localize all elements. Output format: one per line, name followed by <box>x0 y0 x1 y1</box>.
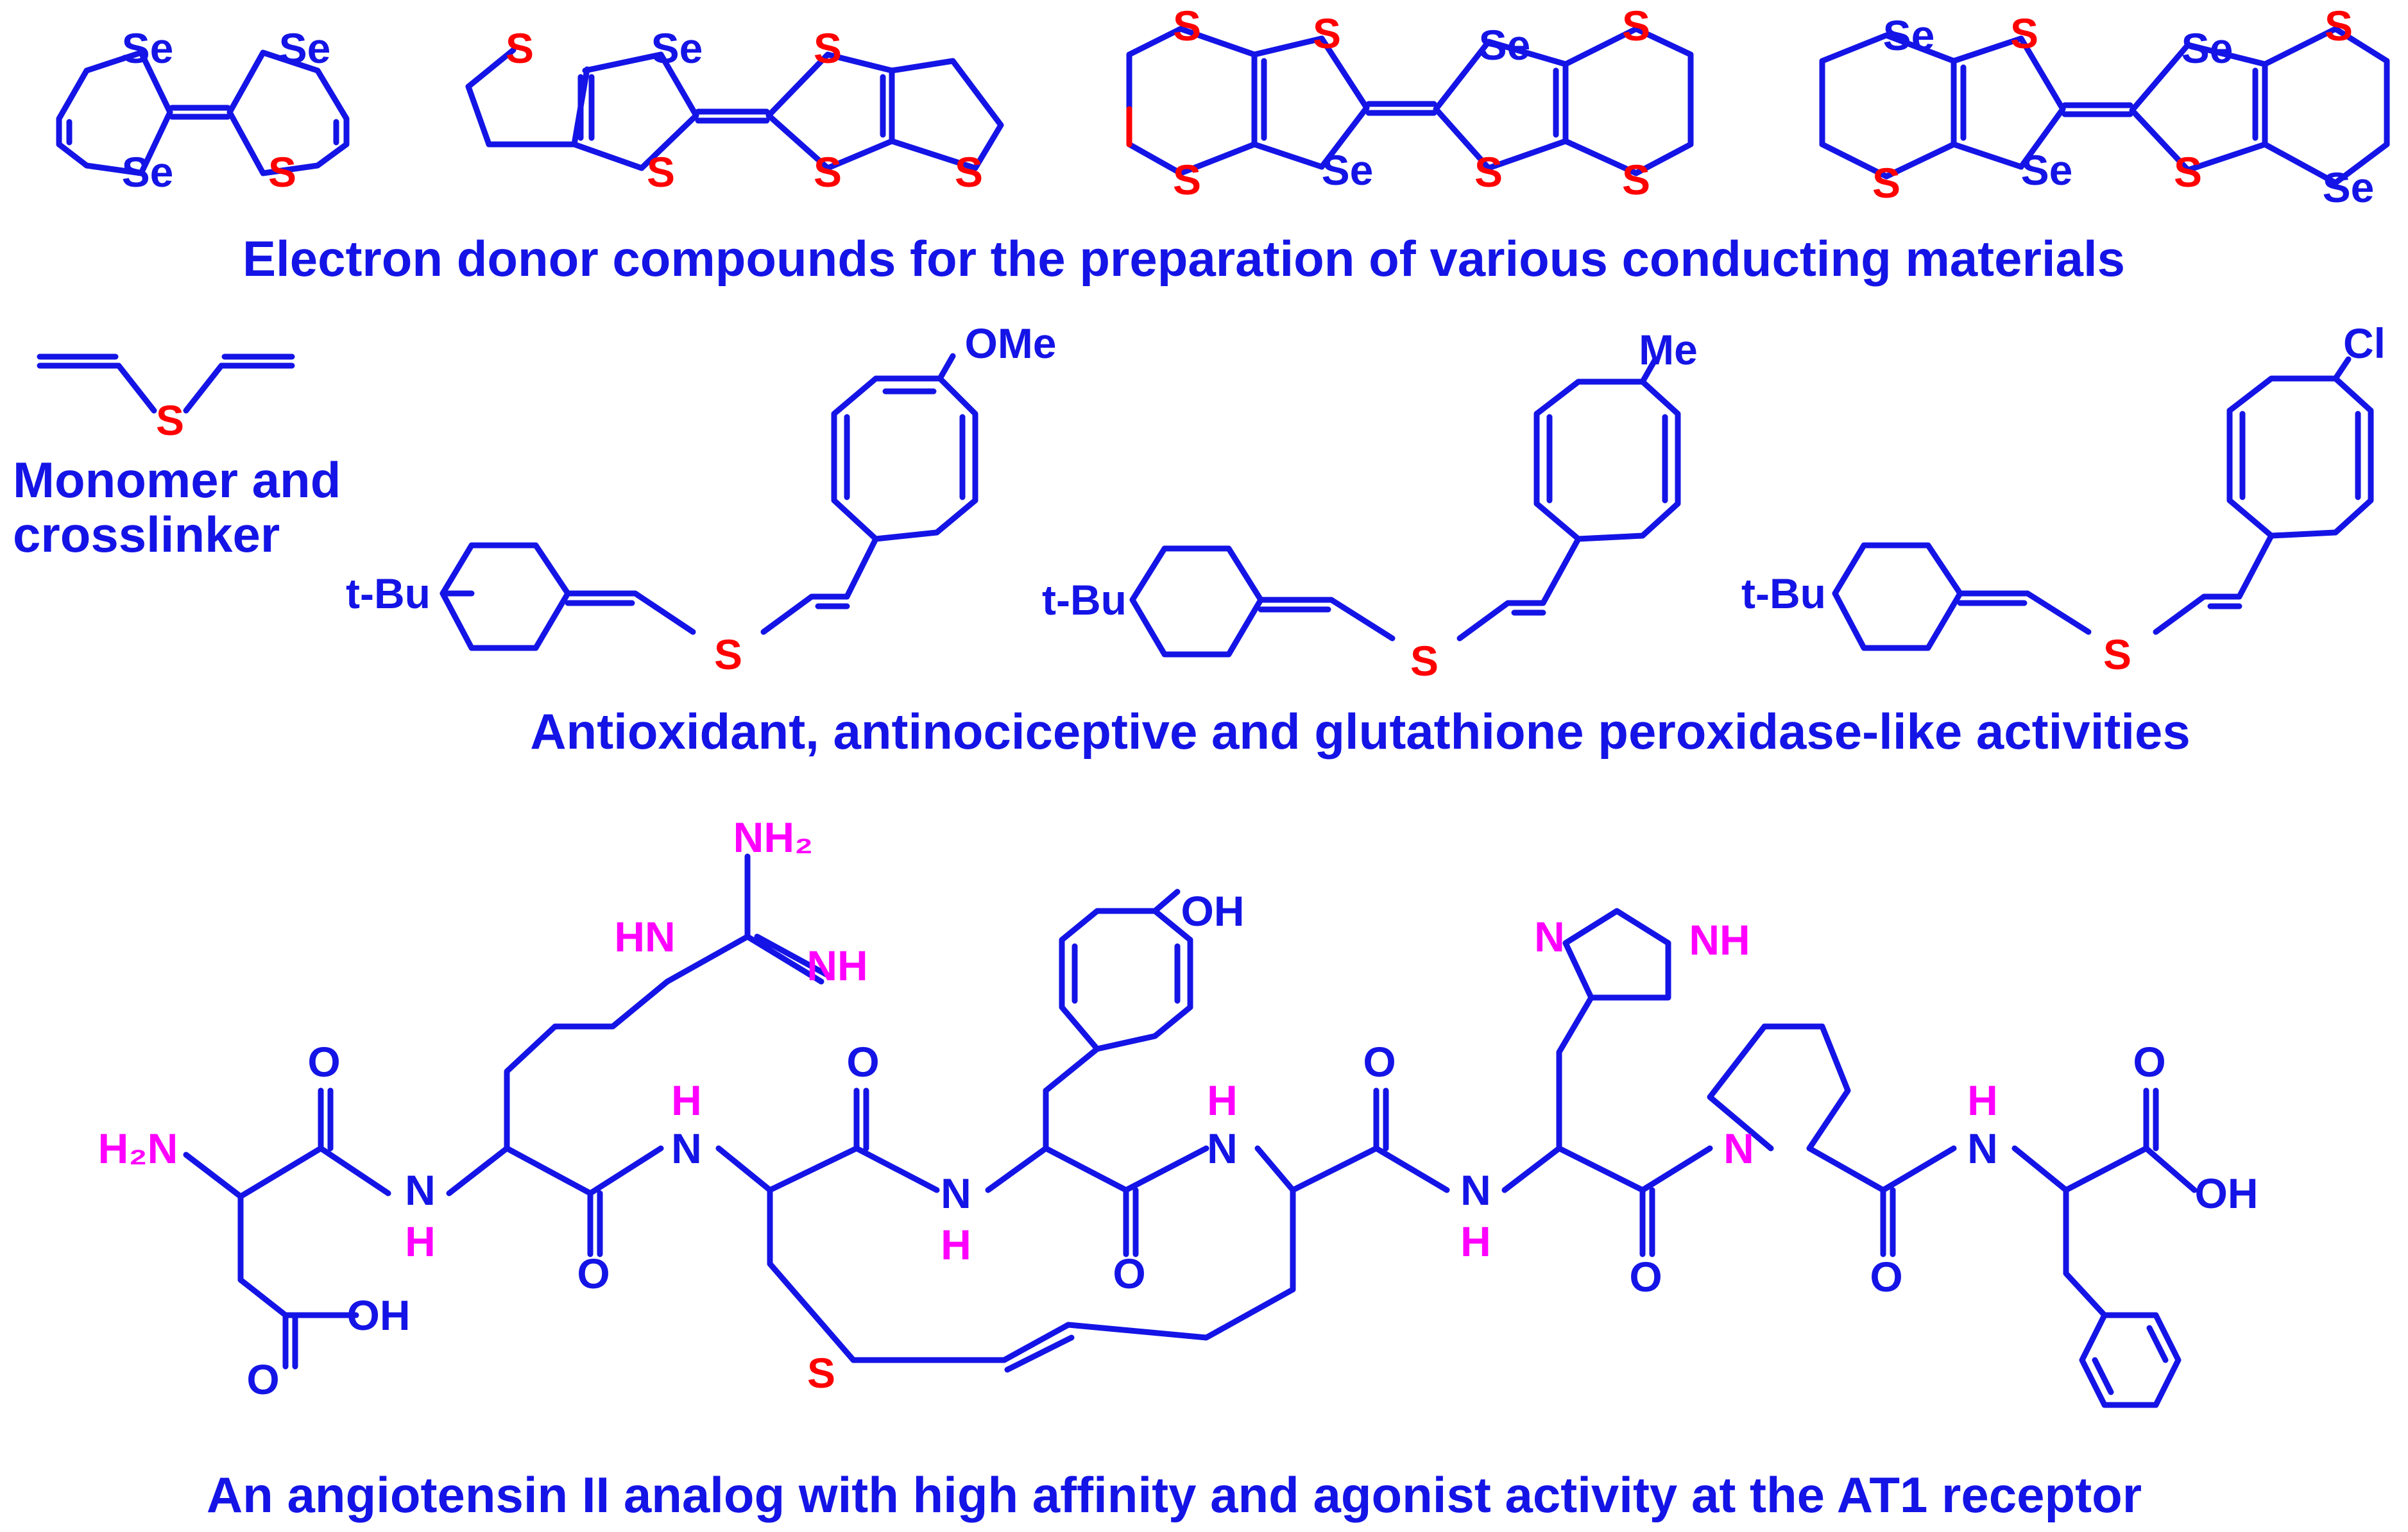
atom-n: N <box>405 1166 436 1214</box>
atom-s: S <box>807 1349 835 1397</box>
vinyl-sulfide-chloro: t-Bu S Cl <box>1741 319 2386 678</box>
compound-divinyl-sulfide: S <box>37 353 295 444</box>
atom-oh: OH <box>2195 1170 2259 1217</box>
atom-s: S <box>1313 10 1341 57</box>
caption-conducting-materials: Electron donor compounds for the prepara… <box>243 230 2125 287</box>
atom-o: O <box>246 1356 279 1403</box>
atom-o: O <box>577 1250 610 1297</box>
atom-se: Se <box>279 24 331 72</box>
atom-s: S <box>506 24 534 72</box>
atom-h2n: H₂N <box>98 1125 178 1172</box>
atom-s: S <box>714 631 742 678</box>
atom-o: O <box>2133 1038 2165 1085</box>
atom-se: Se <box>122 24 174 72</box>
atom-s: S <box>1173 2 1201 49</box>
atom-nh: NH <box>807 942 867 989</box>
atom-s: S <box>814 148 842 196</box>
atom-o: O <box>1113 1250 1145 1297</box>
atom-ome: OMe <box>964 319 1056 367</box>
atom-nh2: NH₂ <box>733 813 814 861</box>
atom-tbu: t-Bu <box>1042 576 1127 624</box>
atom-n: N <box>1460 1166 1491 1214</box>
atom-n: N <box>941 1170 971 1217</box>
caption-angiotensin-analog: An angiotensin II analog with high affin… <box>207 1467 2142 1523</box>
caption-monomer-line2: crosslinker <box>13 506 280 563</box>
angiotensin-ii-analog: H₂N O OH O N H O H N HN NH₂ NH O S N H O… <box>98 813 2259 1408</box>
atom-se: Se <box>2021 146 2073 194</box>
atom-se: Se <box>2323 164 2375 211</box>
atom-se: Se <box>1883 12 1935 59</box>
atom-o: O <box>846 1038 879 1085</box>
compound-3-dithiino-fused-donor: S S S Se Se S S S <box>1126 2 1694 203</box>
atom-s: S <box>1622 156 1650 203</box>
atom-h: H <box>405 1218 436 1265</box>
atom-o: O <box>307 1038 340 1085</box>
atom-s: S <box>156 396 184 444</box>
atom-s: S <box>2174 148 2202 196</box>
atom-se: Se <box>122 148 174 196</box>
atom-s: S <box>1474 148 1503 196</box>
atom-h: H <box>1207 1077 1238 1124</box>
atom-n: N <box>1207 1125 1238 1172</box>
caption-antioxidant-activities: Antioxidant, antinociceptive and glutath… <box>530 703 2190 760</box>
atom-n: N <box>1534 913 1565 960</box>
atom-tbu: t-Bu <box>1741 570 1826 617</box>
atom-n: N <box>1967 1125 1998 1172</box>
atom-se: Se <box>1322 146 1374 194</box>
atom-h: H <box>1460 1218 1491 1265</box>
atom-se: Se <box>1479 21 1531 69</box>
vinyl-sulfide-methoxy: t-Bu S OMe <box>346 319 1056 678</box>
atom-n: N <box>671 1125 702 1172</box>
atom-s: S <box>268 148 296 196</box>
atom-oh: OH <box>347 1291 411 1339</box>
atom-s: S <box>2010 10 2038 57</box>
atom-se: Se <box>651 24 703 72</box>
atom-h: H <box>1967 1077 1998 1124</box>
atom-nh: NH <box>1689 916 1750 964</box>
vinyl-sulfide-methyl: t-Bu S Me <box>1042 326 1698 685</box>
atom-h: H <box>941 1221 971 1268</box>
atom-n: N <box>1723 1125 1754 1172</box>
atom-s: S <box>647 148 675 196</box>
caption-monomer-line1: Monomer and <box>13 452 341 508</box>
atom-se: Se <box>2182 24 2233 72</box>
atom-h: H <box>671 1077 702 1124</box>
atom-me: Me <box>1639 326 1698 373</box>
atom-s: S <box>1622 2 1650 49</box>
atom-o: O <box>1363 1038 1396 1085</box>
atom-o: O <box>1870 1253 1902 1300</box>
atom-s: S <box>2325 2 2353 49</box>
compound-4-diselenino-fused-donor: Se S S Se Se S S Se <box>1819 2 2390 211</box>
atom-oh: OH <box>1181 887 1245 935</box>
atom-cl: Cl <box>2343 319 2386 367</box>
compound-1-diselena-thia-fulvalene: Se Se Se S <box>56 24 350 196</box>
atom-s: S <box>1173 156 1201 203</box>
atom-s: S <box>1410 637 1439 685</box>
atom-tbu: t-Bu <box>346 570 431 617</box>
atom-s: S <box>2103 631 2131 678</box>
atom-s: S <box>955 148 983 196</box>
atom-s: S <box>1872 159 1900 207</box>
compound-2-cyclopenta-fused-donor: S Se S S S S <box>465 24 1004 196</box>
atom-o: O <box>1629 1253 1662 1300</box>
atom-s: S <box>814 24 842 72</box>
atom-hn: HN <box>614 913 675 960</box>
